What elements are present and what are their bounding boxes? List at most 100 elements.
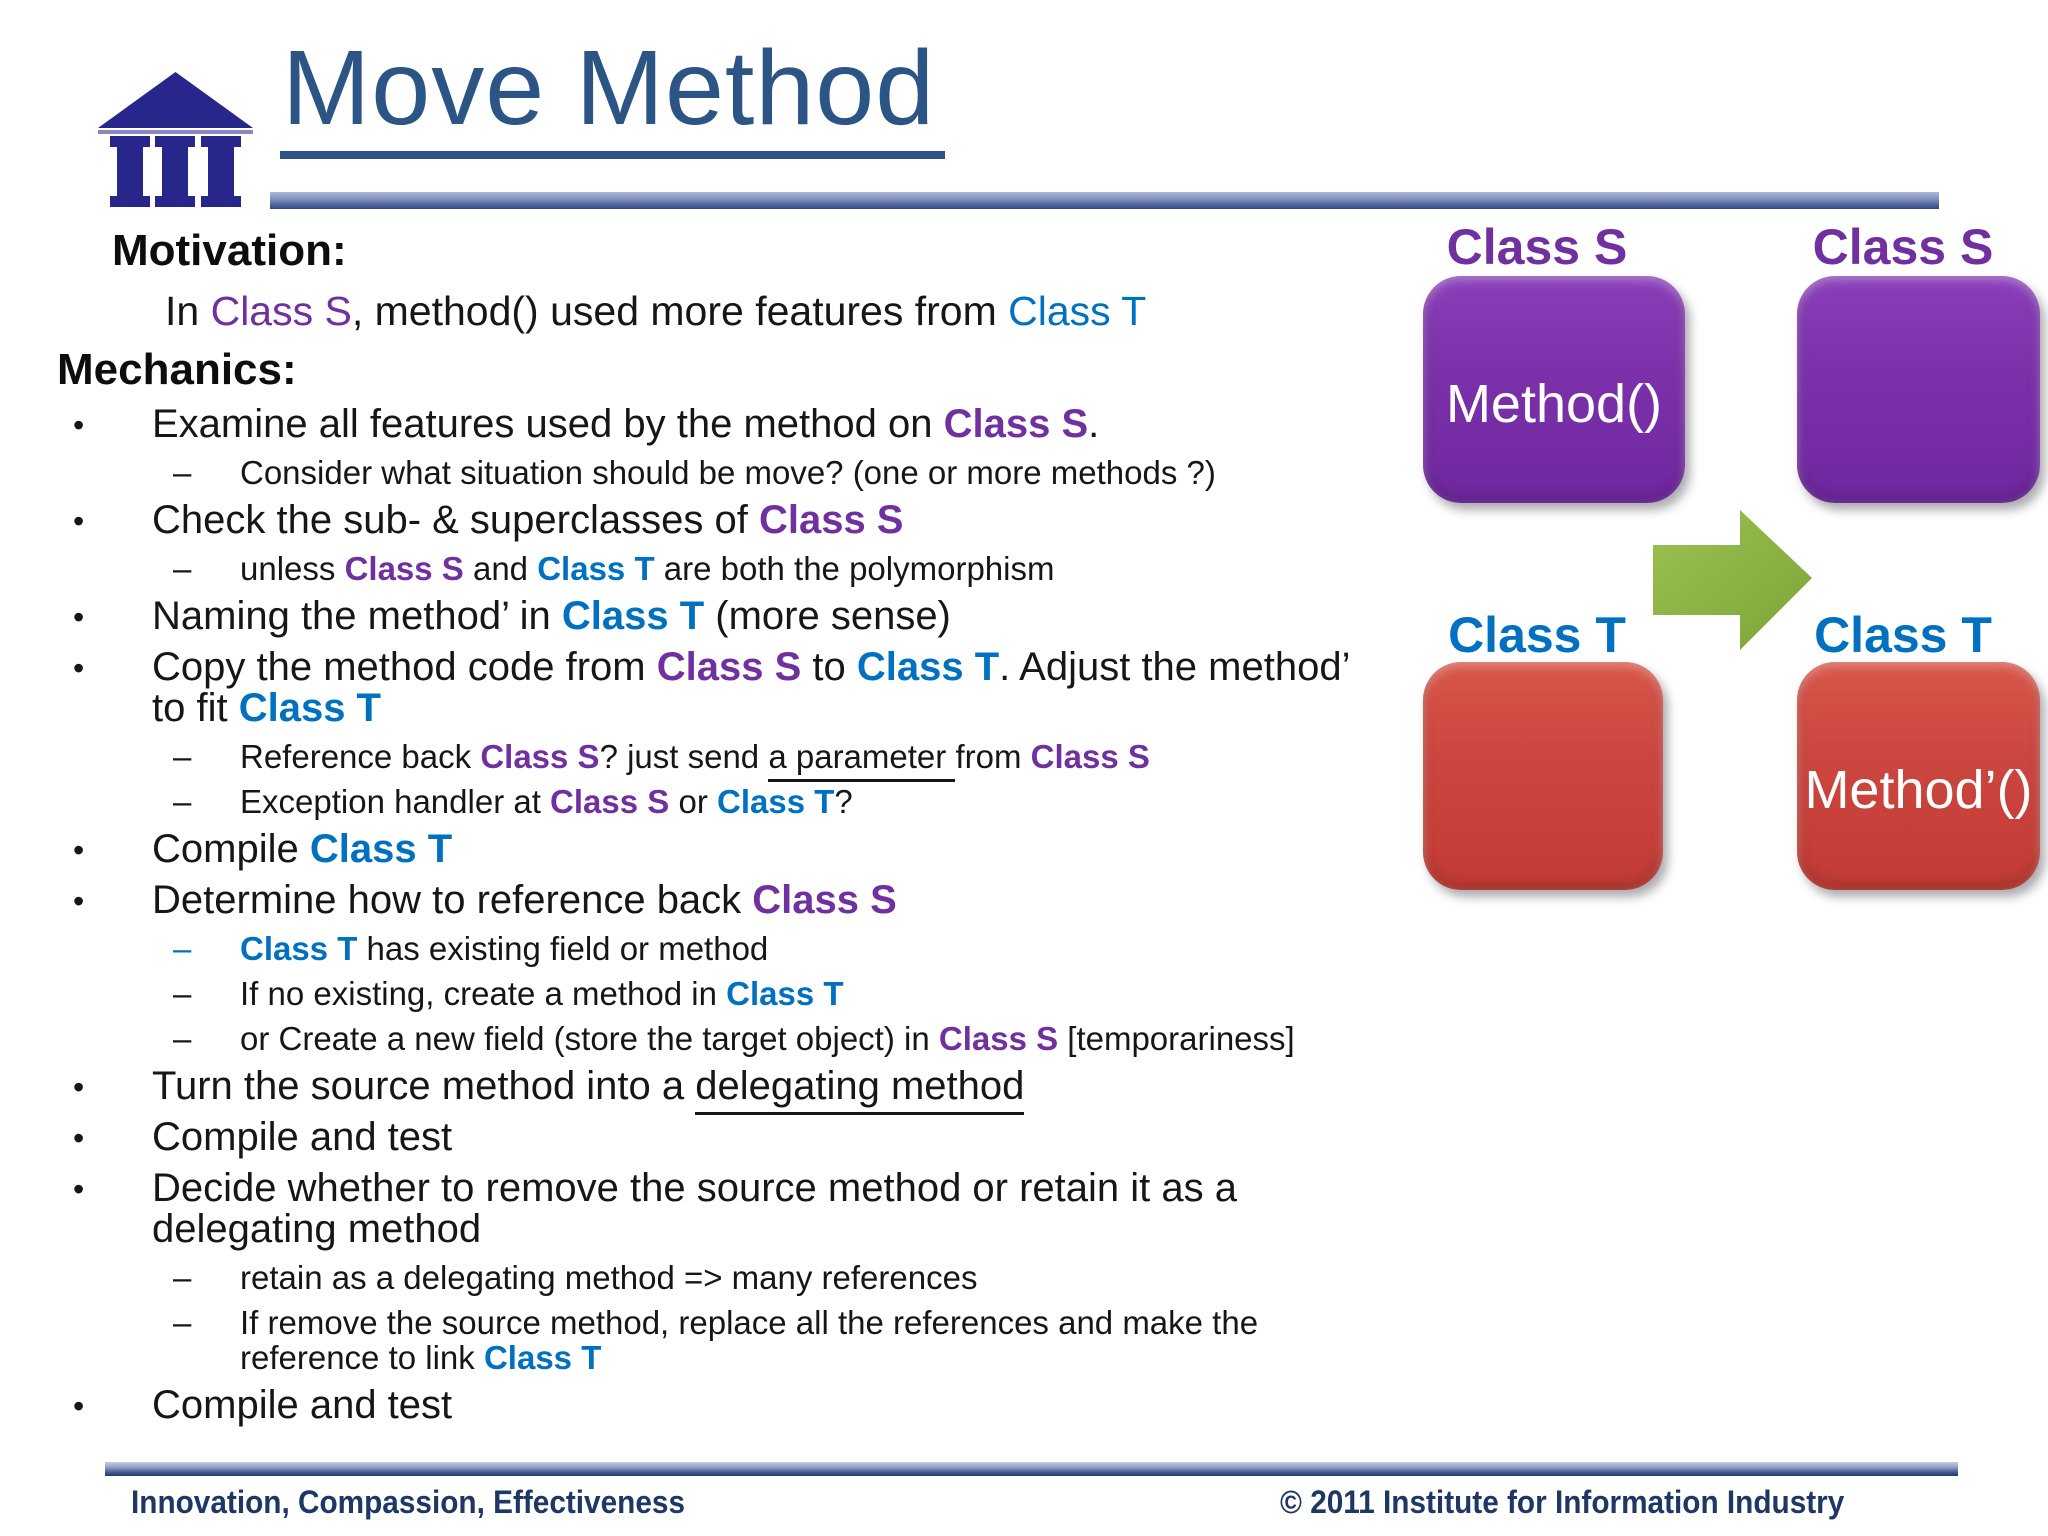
text-segment: or Create a new field (store the target …: [240, 1020, 939, 1057]
text-segment: Class T: [240, 930, 358, 967]
list-item: • Turn the source method into a delegatin…: [57, 1064, 1577, 1115]
dash-icon: –: [173, 738, 192, 775]
list-item-text: Consider what situation should be move? …: [240, 454, 1216, 491]
dash-icon: –: [173, 550, 192, 587]
text-segment: Determine how to reference back: [152, 878, 753, 922]
text-segment: Check the sub- & superclasses of: [152, 498, 759, 542]
text-segment: Class S: [550, 783, 670, 820]
list-item-text: Determine how to reference back Class S: [152, 878, 897, 922]
text-segment: . Adjust the method’ to fit: [152, 645, 1351, 730]
text-segment: Class S: [480, 738, 600, 775]
list-item: •Naming the method’ in Class T (more sen…: [57, 596, 1577, 637]
list-item: – unless Class S and Class T are both the…: [57, 551, 1577, 586]
text-segment: Compile and test: [152, 1115, 453, 1159]
text-segment: In: [165, 288, 211, 334]
mechanics-list: • Examine all features used by the method…: [57, 404, 1577, 1426]
list-item: • Determine how to reference back Class S: [57, 880, 1577, 921]
list-item: – or Create a new field (store the target…: [57, 1021, 1577, 1056]
list-item-text: If remove the source method, replace all…: [240, 1304, 1258, 1376]
text-segment: Copy the method code from: [152, 645, 657, 689]
slide-body: Motivation: In Class S, method() used mo…: [57, 228, 1577, 1426]
list-item: •Compile and test: [57, 1385, 1577, 1426]
list-item-text: If no existing, create a method in Class…: [240, 975, 844, 1012]
text-segment: Class S: [758, 498, 904, 542]
bullet-icon: •: [73, 503, 85, 539]
text-segment: ?: [834, 783, 853, 820]
list-item-text: Examine all features used by the method …: [152, 402, 1099, 446]
class-t-box-before: [1423, 662, 1663, 890]
text-segment: Class T: [238, 686, 381, 730]
list-item: – Exception handler at Class S or Class T…: [57, 784, 1577, 819]
bullet-icon: •: [73, 883, 85, 919]
list-item-text: or Create a new field (store the target …: [240, 1020, 1295, 1057]
text-segment: unless: [240, 550, 345, 587]
dash-icon: –: [173, 930, 192, 967]
text-segment: Examine all features used by the method …: [152, 402, 944, 446]
bullet-icon: •: [73, 407, 85, 443]
list-item: •Decide whether to remove the source met…: [57, 1168, 1577, 1250]
class-t-box-after: Method’(): [1797, 662, 2040, 890]
text-segment: to: [801, 645, 857, 689]
list-item-text: Naming the method’ in Class T (more sens…: [152, 594, 951, 638]
text-segment: retain as a delegating method => many re…: [240, 1259, 978, 1296]
institution-logo-icon: [98, 72, 253, 207]
text-segment: are both the polymorphism: [654, 550, 1055, 587]
text-segment: delegating method: [695, 1064, 1025, 1115]
class-s-box-before: Method(): [1423, 276, 1685, 503]
list-item: • Compile and test: [57, 1117, 1577, 1158]
text-segment: (more sense): [704, 594, 951, 638]
text-segment: Class T: [856, 645, 1000, 689]
text-segment: Consider what situation should be move? …: [240, 454, 1216, 491]
list-item-text: Copy the method code from Class S to Cla…: [152, 645, 1350, 730]
text-segment: Class S: [656, 645, 802, 689]
text-segment: Class T: [716, 783, 835, 820]
list-item: • Copy the method code from Class S to Cl…: [57, 647, 1577, 729]
text-segment: has existing field or method: [357, 930, 769, 967]
mechanics-heading: Mechanics:: [57, 345, 297, 394]
list-item-text: Reference back Class S? just send a para…: [240, 738, 1150, 782]
list-item-text: Compile and test: [152, 1383, 452, 1427]
bullet-icon: •: [73, 1120, 85, 1156]
list-item: – If remove the source method, replace al…: [57, 1305, 1577, 1375]
list-item: •Compile Class T: [57, 829, 1577, 870]
bullet-icon: •: [73, 1069, 85, 1105]
method-label: Method(): [1445, 373, 1663, 434]
text-segment: Class S: [1030, 738, 1150, 775]
text-segment: Turn the source method into a: [152, 1064, 696, 1108]
footer-slogan: Innovation, Compassion, Effectiveness: [131, 1484, 685, 1520]
text-segment: ? just send: [599, 738, 769, 775]
text-segment: Exception handler at: [240, 783, 551, 820]
list-item: – If no existing, create a method in Clas…: [57, 976, 1577, 1011]
dash-icon: –: [173, 454, 192, 491]
list-item: –retain as a delegating method => many r…: [57, 1260, 1577, 1295]
text-segment: and: [463, 550, 538, 587]
list-item: – Class T has existing field or method: [57, 931, 1577, 966]
bullet-icon: •: [73, 650, 85, 686]
text-segment: Class T: [309, 827, 453, 871]
class-t-label-right: Class T: [1814, 607, 1992, 663]
text-segment: or: [669, 783, 717, 820]
list-item-text: Class T has existing field or method: [240, 930, 768, 967]
move-arrow-icon: [1653, 510, 1812, 650]
bullet-icon: •: [73, 1171, 85, 1207]
text-segment: Class T: [726, 975, 844, 1012]
list-item-text: Turn the source method into a delegating…: [152, 1064, 1025, 1115]
list-item-text: Check the sub- & superclasses of Class S: [152, 498, 903, 542]
text-segment: Class T: [483, 1339, 602, 1376]
dash-icon: –: [173, 1020, 192, 1057]
text-segment: , method() used more features from: [351, 288, 1009, 334]
class-t-label-left: Class T: [1448, 607, 1626, 663]
text-segment: Class S: [943, 402, 1089, 446]
list-item-text: Compile Class T: [152, 827, 452, 871]
text-segment: Naming the method’ in: [152, 594, 562, 638]
dash-icon: –: [173, 1304, 192, 1341]
text-segment: Class T: [561, 594, 705, 638]
footer-copyright: © 2011 Institute for Information Industr…: [1280, 1484, 1845, 1520]
dash-icon: –: [173, 783, 192, 820]
dash-icon: –: [173, 975, 192, 1012]
text-segment: Class S: [344, 550, 464, 587]
text-segment: If no existing, create a method in: [240, 975, 727, 1012]
motivation-text: In Class S, method() used more features …: [165, 288, 1577, 334]
text-segment: Class T: [537, 550, 655, 587]
